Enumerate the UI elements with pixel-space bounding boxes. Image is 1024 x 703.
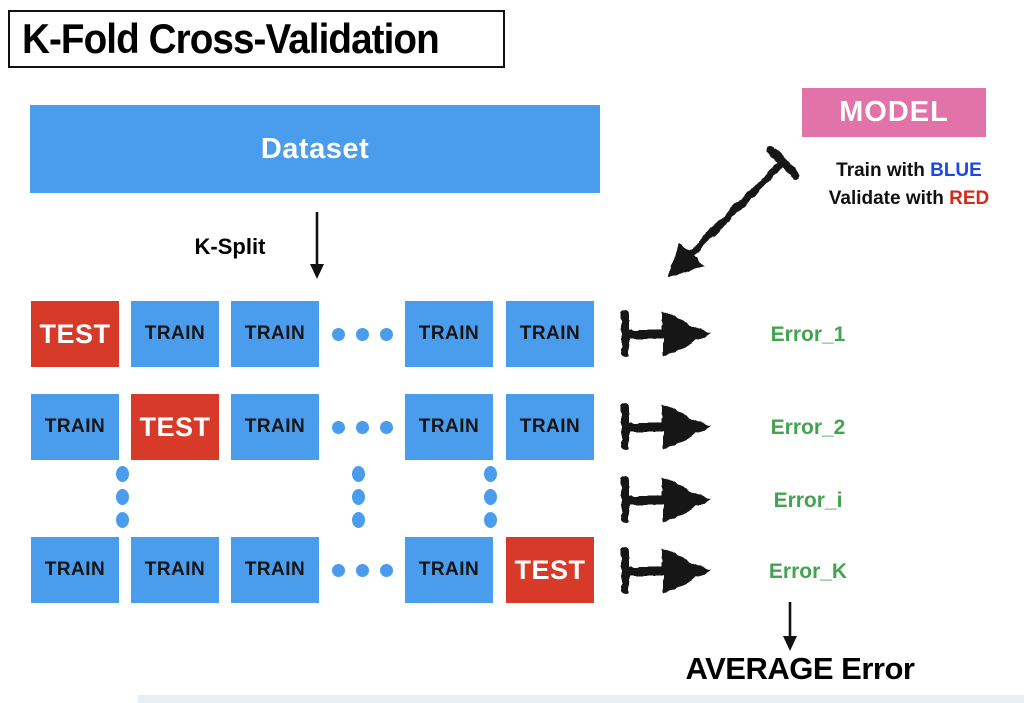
model-label: MODEL	[839, 96, 949, 128]
fold-cell: TRAIN	[31, 394, 119, 460]
fold-cell: TRAIN	[506, 301, 594, 367]
maps-to-arrow-icon	[618, 473, 714, 527]
validate-with-line: Validate with RED	[828, 188, 990, 209]
vertical-ellipsis-icon	[116, 466, 129, 528]
fold-cell: TRAIN	[231, 394, 319, 460]
maps-to-arrow-icon	[618, 544, 714, 598]
fold-row-2: TRAIN TEST TRAIN TRAIN TRAIN	[31, 394, 594, 460]
fold-row-k: TRAIN TRAIN TRAIN TRAIN TEST	[31, 537, 594, 603]
k-split-down-arrow-icon	[310, 212, 324, 279]
fold-cell: TRAIN	[405, 301, 493, 367]
fold-cell: TEST	[131, 394, 219, 460]
error-label-k: Error_K	[768, 560, 848, 583]
average-down-arrow-icon	[783, 602, 797, 651]
bottom-edge-strip	[138, 695, 1024, 703]
model-caption: Train with BLUE Validate with RED	[794, 157, 1024, 213]
fold-cell: TRAIN	[31, 537, 119, 603]
horizontal-ellipsis-icon	[319, 563, 405, 577]
diagram-title-box: K-Fold Cross-Validation	[8, 10, 505, 68]
maps-to-arrow-icon	[618, 307, 714, 361]
fold-cell: TRAIN	[131, 537, 219, 603]
fold-cell: TRAIN	[405, 537, 493, 603]
fold-cell: TRAIN	[405, 394, 493, 460]
model-box: MODEL	[802, 88, 986, 137]
vertical-ellipsis-icon	[484, 466, 497, 528]
average-error-label: AVERAGE Error	[685, 651, 915, 686]
dataset-bar: Dataset	[30, 105, 600, 193]
maps-to-arrow-icon	[618, 400, 714, 454]
k-split-label: K-Split	[194, 234, 266, 259]
horizontal-ellipsis-icon	[319, 327, 405, 341]
error-label-1: Error_1	[770, 323, 846, 346]
fold-cell: TEST	[506, 537, 594, 603]
fold-cell: TRAIN	[231, 537, 319, 603]
model-diagonal-arrow-icon	[668, 146, 800, 278]
blue-word: BLUE	[930, 160, 982, 181]
fold-row-1: TEST TRAIN TRAIN TRAIN TRAIN	[31, 301, 594, 367]
error-label-i: Error_i	[773, 489, 843, 512]
error-label-2: Error_2	[770, 416, 846, 439]
fold-cell: TRAIN	[506, 394, 594, 460]
horizontal-ellipsis-icon	[319, 420, 405, 434]
fold-cell: TRAIN	[231, 301, 319, 367]
fold-cell: TEST	[31, 301, 119, 367]
dataset-label: Dataset	[260, 132, 370, 165]
diagram-title: K-Fold Cross-Validation	[22, 15, 440, 62]
vertical-ellipsis-icon	[352, 466, 365, 528]
red-word: RED	[949, 188, 990, 209]
fold-cell: TRAIN	[131, 301, 219, 367]
train-with-line: Train with BLUE	[836, 160, 982, 181]
